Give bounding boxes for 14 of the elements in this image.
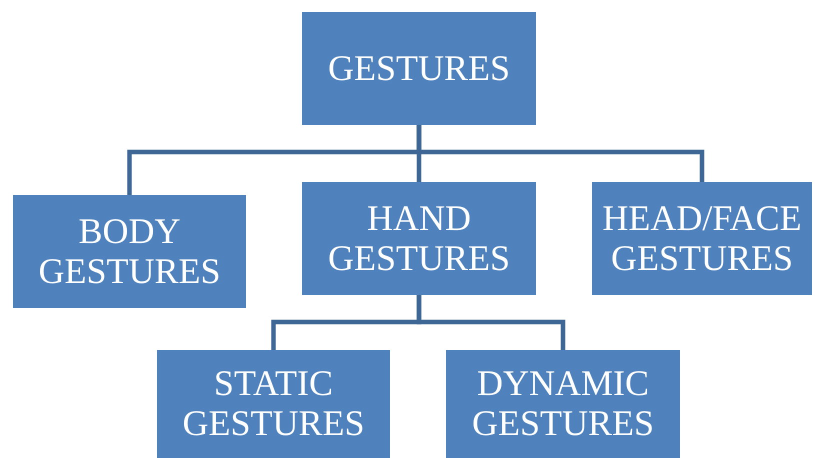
category-label: GESTURES <box>328 48 510 88</box>
category-label: BODY GESTURES <box>37 212 222 292</box>
category-box <box>13 195 246 308</box>
category-label: DYNAMIC GESTURES <box>470 364 656 444</box>
category-box <box>157 350 390 458</box>
category-box <box>302 12 536 125</box>
category-box <box>592 182 812 295</box>
category-box <box>446 350 680 458</box>
category-box <box>302 182 536 295</box>
category-label: STATIC GESTURES <box>181 364 366 444</box>
connector-line <box>416 295 566 350</box>
category-label: HAND GESTURES <box>326 198 512 278</box>
category-label: HEAD/FACE GESTURES <box>601 198 803 278</box>
connector-line <box>416 125 704 182</box>
